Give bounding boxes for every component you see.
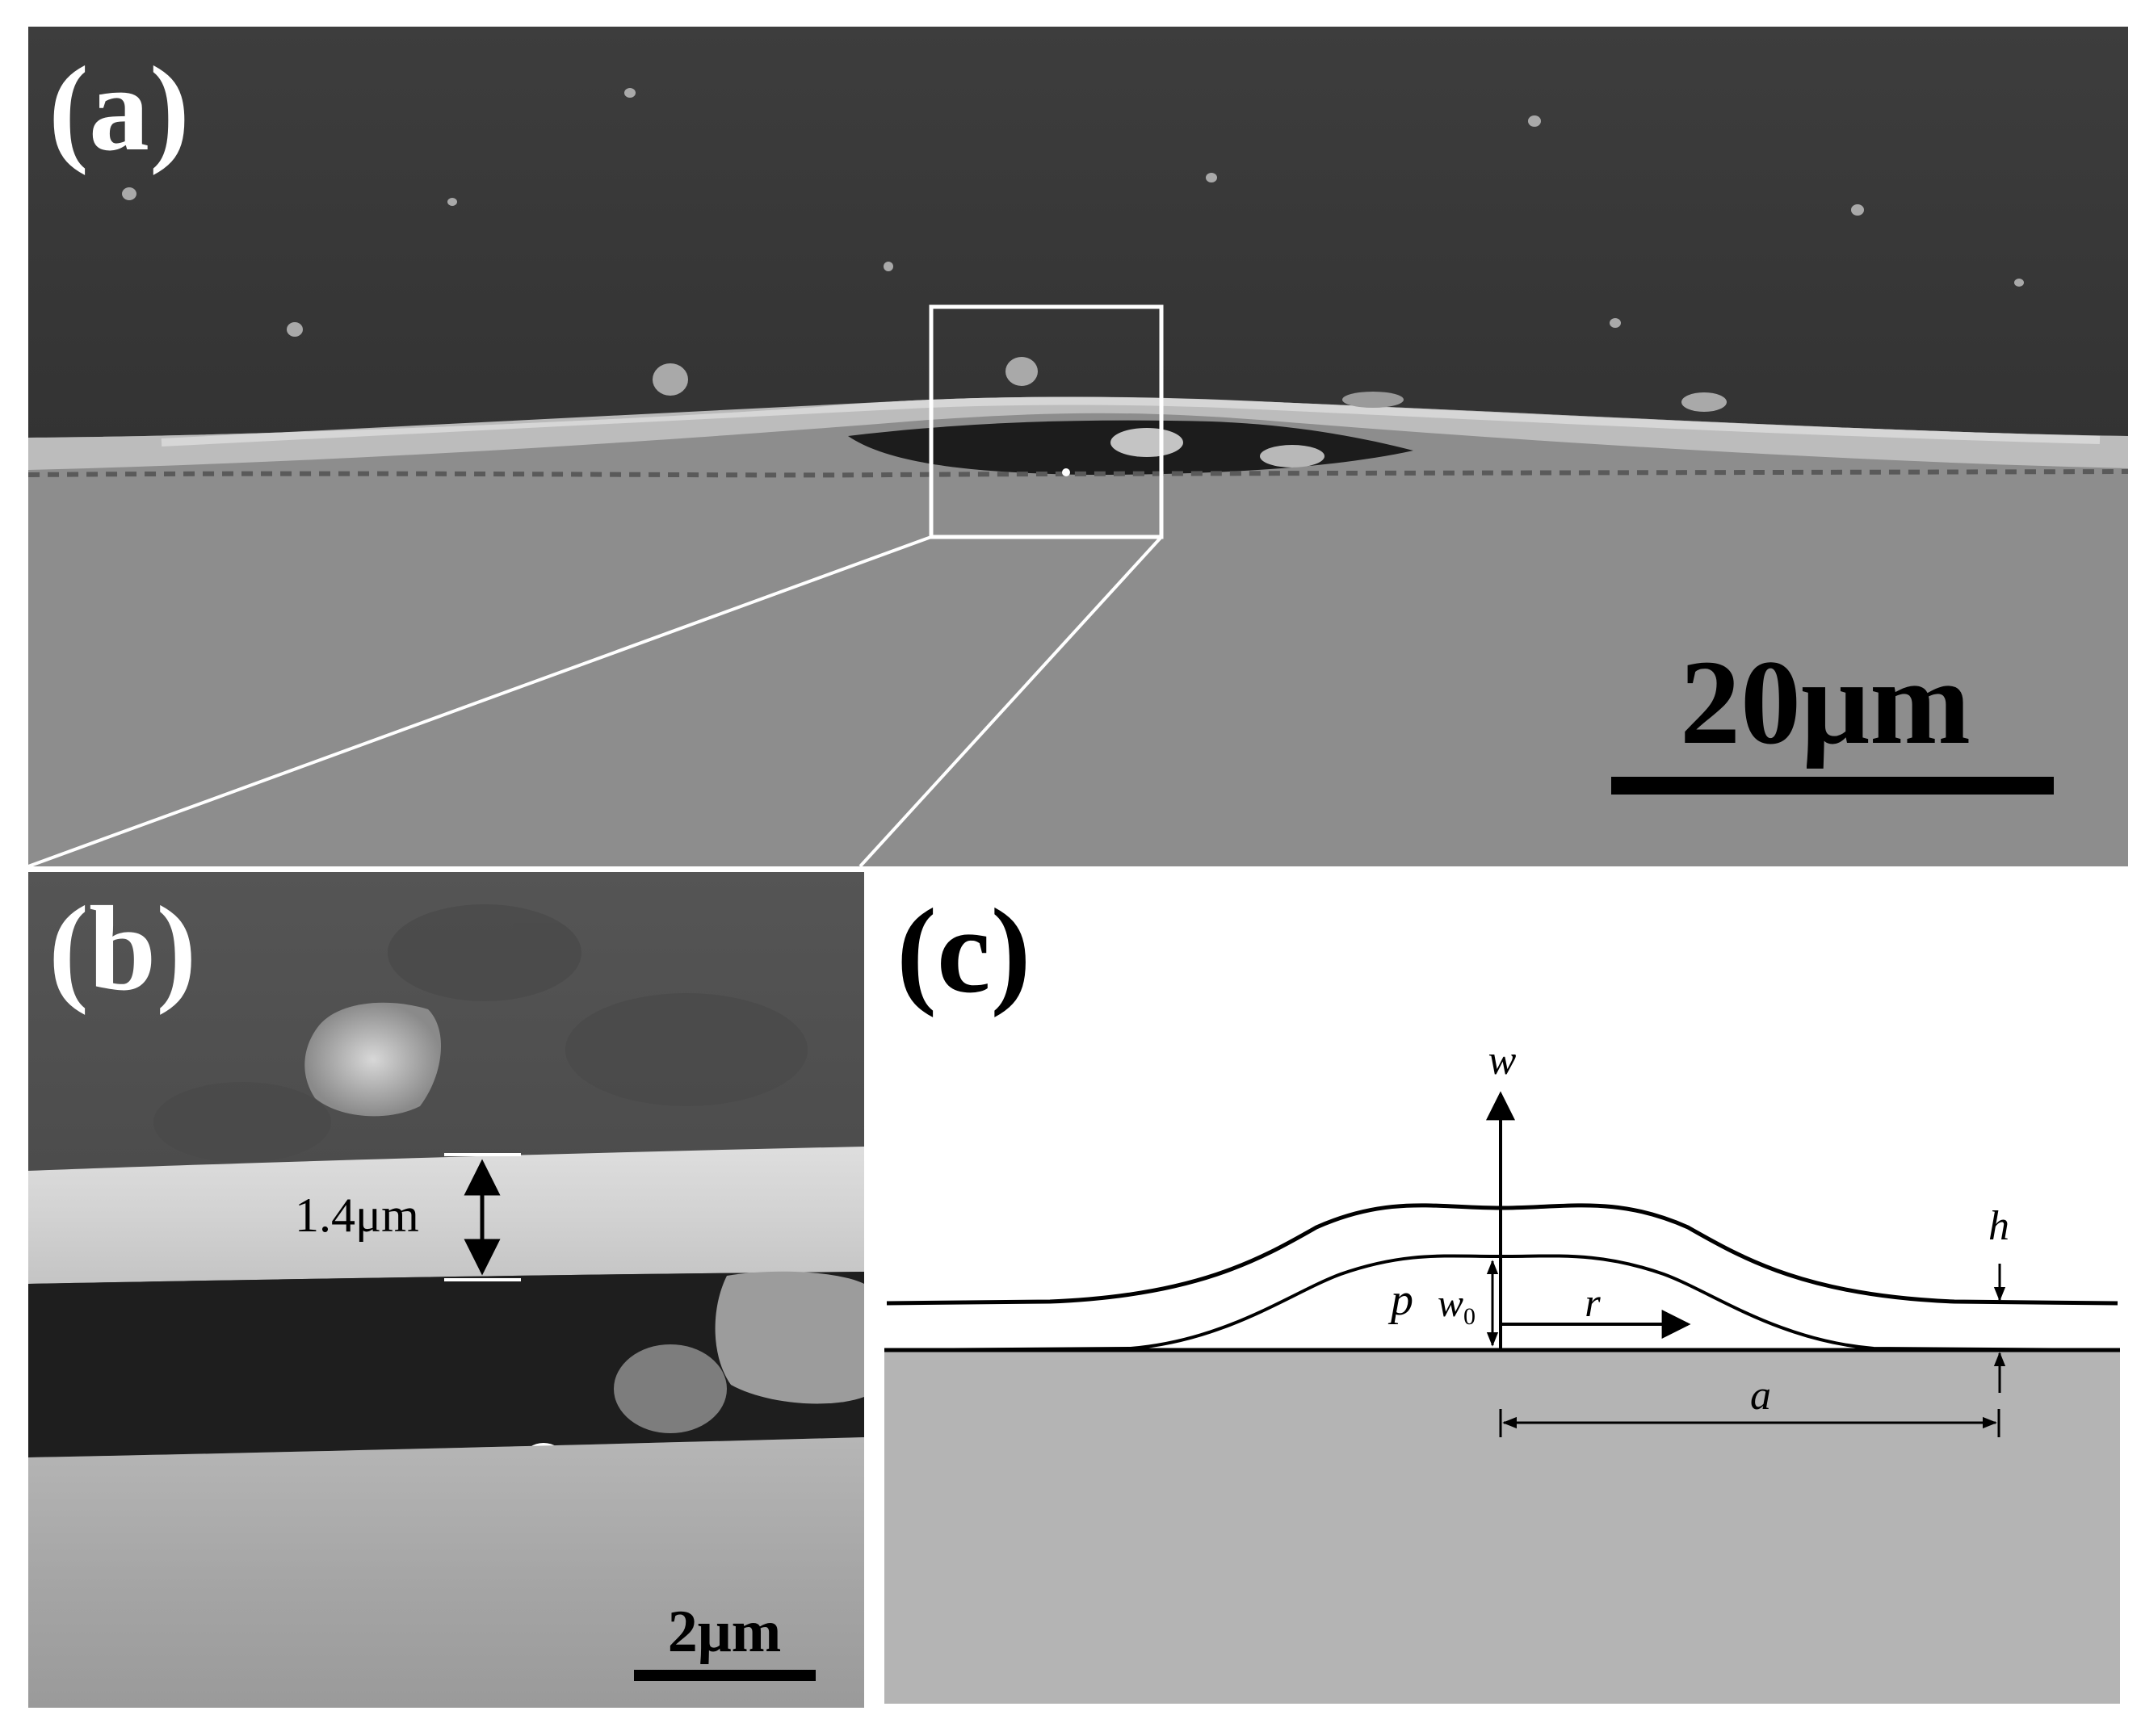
scale-bar-b (634, 1670, 816, 1681)
w-axis-label: w (1488, 1038, 1517, 1084)
panel-a-label: (a) (48, 42, 190, 176)
zoom-box (929, 304, 1164, 539)
scale-bar-label-a: 20μm (1680, 635, 1971, 769)
film-layer (28, 396, 2128, 470)
w0-main: w (1438, 1282, 1463, 1325)
interface-line (28, 469, 2128, 478)
a-label: a (1750, 1373, 1771, 1419)
w0-label: w0 (1438, 1282, 1476, 1330)
film-highlight (161, 396, 2101, 447)
film-band (28, 1147, 864, 1284)
zoom-line-left (28, 535, 932, 866)
particle (304, 1002, 442, 1117)
schematic-substrate (884, 1350, 2120, 1704)
coating-region (28, 27, 2128, 438)
scale-bar-a (1611, 777, 2054, 795)
w0-subscript: 0 (1463, 1303, 1476, 1330)
p-label: p (1387, 1275, 1413, 1325)
zoom-line-right (858, 535, 1163, 866)
debris-b2 (614, 1344, 727, 1433)
substrate-b (28, 1437, 864, 1708)
r-axis-label: r (1585, 1280, 1601, 1325)
panel-c-label: (c) (896, 884, 1031, 1018)
bright-spot (1062, 468, 1070, 476)
panel-c: w r w0 p h a (c) (884, 872, 2120, 1708)
coating-texture (153, 904, 808, 1163)
panel-b: 1.4μm 2μm (b) (28, 872, 864, 1708)
debris-b (715, 1271, 864, 1404)
h-label: h (1988, 1203, 2009, 1249)
thickness-label: 1.4μm (295, 1189, 419, 1242)
debris (122, 88, 2024, 468)
panel-a: 20μm (a) (28, 27, 2128, 866)
scale-bar-label-b: 2μm (668, 1599, 782, 1665)
panel-b-label: (b) (48, 882, 196, 1016)
